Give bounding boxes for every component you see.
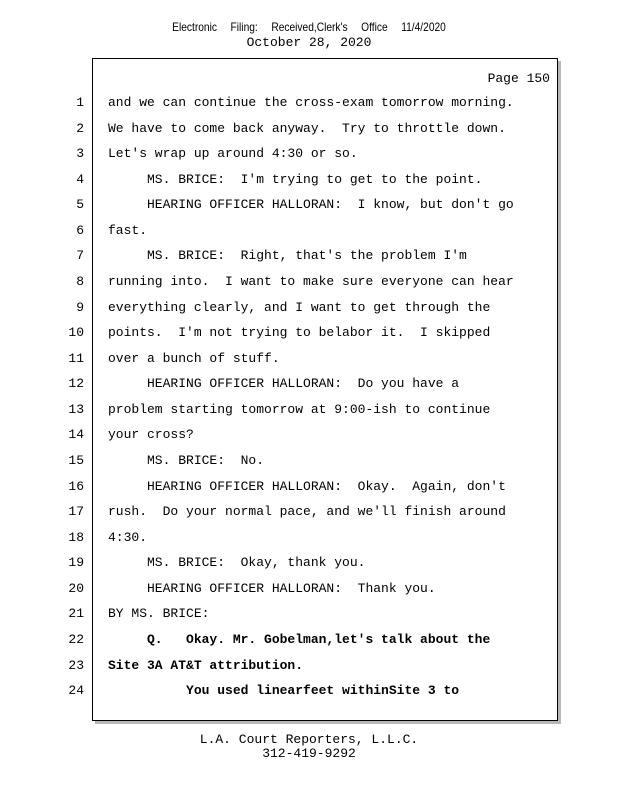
transcript-line: 24 You used linearfeet withinSite 3 to: [0, 683, 618, 703]
line-number: 8: [76, 273, 84, 289]
stamp-text: Office: [361, 20, 388, 34]
transcript-line: 19 MS. BRICE: Okay, thank you.: [0, 555, 618, 575]
transcript-line: 17 rush. Do your normal pace, and we'll f…: [0, 504, 618, 524]
reporter-company: L.A. Court Reporters, L.L.C.: [199, 732, 419, 747]
transcript-line: 13 problem starting tomorrow at 9:00-ish …: [0, 402, 618, 422]
line-text: over a bunch of stuff.: [108, 350, 280, 366]
line-number: 2: [76, 120, 84, 136]
line-number: 17: [68, 504, 84, 520]
stamp-text: 11/4/2020: [401, 20, 446, 34]
stamp-text: Electronic: [172, 20, 217, 34]
line-number: 22: [68, 631, 84, 647]
line-text: your cross?: [108, 427, 194, 443]
line-text: fast.: [108, 222, 148, 238]
line-text: MS. BRICE: No.: [108, 452, 265, 468]
transcript-line: 7 MS. BRICE: Right, that's the problem I…: [0, 248, 618, 268]
line-number: 11: [68, 350, 84, 366]
transcript-line: 9 everything clearly, and I want to get t…: [0, 300, 618, 320]
line-text: HEARING OFFICER HALLORAN: Do you have a: [108, 376, 460, 392]
line-number: 20: [68, 580, 84, 596]
line-number: 10: [68, 325, 84, 341]
line-number: 21: [68, 606, 84, 622]
line-number: 1: [76, 95, 84, 110]
transcript-line: 11 over a bunch of stuff.: [0, 351, 618, 371]
line-number: 3: [76, 146, 84, 162]
line-text: Site 3A AT&T attribution.: [108, 657, 304, 673]
footer: L.A. Court Reporters, L.L.C. 312-419-929…: [0, 733, 618, 761]
transcript-line: 2 We have to come back anyway. Try to thr…: [0, 121, 618, 141]
page-number: Page 150: [487, 71, 550, 86]
line-text: and we can continue the cross-exam tomor…: [108, 95, 514, 110]
transcript-line: 3 Let's wrap up around 4:30 or so.: [0, 146, 618, 166]
line-text: running into. I want to make sure everyo…: [108, 273, 514, 289]
electronic-filing-stamp: Electronic Filing: Received,Clerk's Office 1…: [46, 20, 571, 34]
line-text: Let's wrap up around 4:30 or so.: [108, 146, 358, 162]
line-text: We have to come back anyway. Try to thro…: [108, 120, 506, 136]
transcript-line: 23 Site 3A AT&T attribution.: [0, 658, 618, 678]
line-number: 15: [68, 452, 84, 468]
transcript-line: 4 MS. BRICE: I'm trying to get to the po…: [0, 172, 618, 192]
transcript-line: 10 points. I'm not trying to belabor it. …: [0, 325, 618, 345]
transcript-line: 6 fast.: [0, 223, 618, 243]
line-number: 19: [68, 555, 84, 571]
line-text: problem starting tomorrow at 9:00-ish to…: [108, 401, 491, 417]
line-text: MS. BRICE: Right, that's the problem I'm: [108, 248, 467, 264]
stamp-text: Filing:: [230, 20, 258, 34]
transcript-line: 22 Q. Okay. Mr. Gobelman,let's talk abou…: [0, 632, 618, 652]
transcript-line: 21 BY MS. BRICE:: [0, 606, 618, 626]
line-text: HEARING OFFICER HALLORAN: Okay. Again, d…: [108, 478, 506, 494]
line-text: MS. BRICE: I'm trying to get to the poin…: [108, 171, 483, 187]
transcript-page-frame: [92, 58, 558, 721]
line-number: 4: [76, 171, 84, 187]
line-text: points. I'm not trying to belabor it. I …: [108, 325, 491, 341]
line-text: rush. Do your normal pace, and we'll fin…: [108, 504, 506, 520]
transcript-line: 12 HEARING OFFICER HALLORAN: Do you have…: [0, 376, 618, 396]
line-text: MS. BRICE: Okay, thank you.: [108, 555, 366, 571]
line-number: 13: [68, 401, 84, 417]
transcript-line: 15 MS. BRICE: No.: [0, 453, 618, 473]
transcript-line: 1 and we can continue the cross-exam tomo…: [0, 95, 618, 115]
transcript-line: 16 HEARING OFFICER HALLORAN: Okay. Again…: [0, 479, 618, 499]
line-number: 16: [68, 478, 84, 494]
line-number: 18: [68, 529, 84, 545]
line-text: You used linearfeet withinSite 3 to: [108, 683, 460, 699]
line-number: 9: [76, 299, 84, 315]
line-text: 4:30.: [108, 529, 148, 545]
line-text: everything clearly, and I want to get th…: [108, 299, 491, 315]
line-number: 14: [68, 427, 84, 443]
line-number: 5: [76, 197, 84, 213]
line-text: BY MS. BRICE:: [108, 606, 210, 622]
transcript-line: 18 4:30.: [0, 530, 618, 550]
transcript-line: 5 HEARING OFFICER HALLORAN: I know, but …: [0, 197, 618, 217]
transcript-line: 8 running into. I want to make sure every…: [0, 274, 618, 294]
line-text: HEARING OFFICER HALLORAN: I know, but do…: [108, 197, 514, 213]
line-text: Q. Okay. Mr. Gobelman,let's talk about t…: [108, 631, 491, 647]
transcript-date: October 28, 2020: [246, 35, 372, 50]
line-number: 24: [68, 683, 84, 699]
reporter-phone: 312-419-9292: [262, 746, 356, 761]
line-number: 12: [68, 376, 84, 392]
transcript-line: 14 your cross?: [0, 427, 618, 447]
line-number: 23: [68, 657, 84, 673]
line-text: HEARING OFFICER HALLORAN: Thank you.: [108, 580, 436, 596]
transcript-line: 20 HEARING OFFICER HALLORAN: Thank you.: [0, 581, 618, 601]
line-number: 6: [76, 222, 84, 238]
line-number: 7: [76, 248, 84, 264]
stamp-text: Received,Clerk's: [271, 20, 348, 34]
